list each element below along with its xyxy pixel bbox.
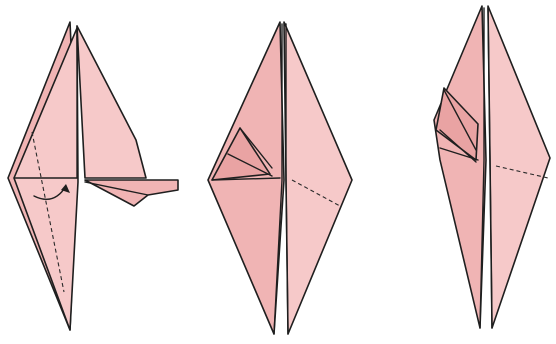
step-3-figure [434, 6, 550, 328]
step-3-left-half [434, 6, 486, 328]
step-3-right-half [488, 6, 550, 328]
step-2-figure [208, 22, 352, 334]
step-2-right-half [284, 22, 352, 334]
step-1-right-horizontal-flap [85, 180, 178, 206]
step-1-left-flap-front [14, 28, 78, 330]
step-1-figure [8, 22, 178, 330]
step-1-right-upper-flap [77, 26, 146, 178]
